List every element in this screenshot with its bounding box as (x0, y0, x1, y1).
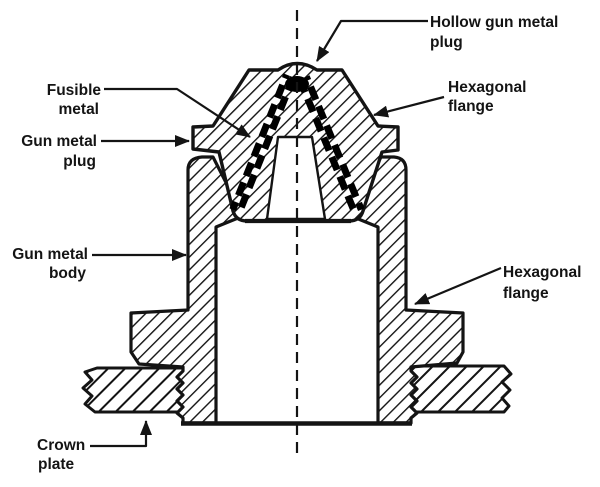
leader-fusible-metal (104, 87, 251, 138)
label-text: Fusible (47, 82, 102, 99)
label-text: metal (59, 101, 100, 118)
label-text: Gun metal (21, 133, 97, 150)
leader-hollow-gun-metal-plug (316, 19, 428, 62)
label-text: Hexagonal (448, 79, 526, 96)
leader-hexagonal-flange-bottom (414, 266, 502, 306)
label-text: plug (430, 34, 463, 51)
label-text: flange (503, 285, 549, 302)
label-text: body (49, 265, 86, 282)
fusible-metal-band-left (229, 73, 297, 214)
fusible-metal-band-right (296, 75, 365, 214)
label-gun-metal-body: Gun metal body (12, 246, 88, 282)
label-hexagonal-flange-top: Hexagonal flange (448, 79, 526, 115)
label-text: flange (448, 98, 494, 115)
label-text: plug (63, 153, 96, 170)
label-gun-metal-plug: Gun metal plug (21, 133, 97, 170)
label-hollow-gun-metal-plug: Hollow gun metal plug (430, 14, 558, 51)
label-text: Hexagonal (503, 264, 581, 281)
label-text: Hollow gun metal (430, 14, 558, 31)
label-text: Crown (37, 437, 85, 454)
leader-crown-plate (90, 420, 152, 448)
label-text: plate (38, 456, 75, 473)
label-crown-plate: Crown plate (37, 437, 85, 473)
label-fusible-metal: Fusible metal (47, 82, 102, 118)
label-text: Gun metal (12, 246, 88, 263)
label-hexagonal-flange-bottom: Hexagonal flange (503, 264, 581, 302)
leader-hexagonal-flange-top (373, 95, 445, 118)
crown-plate-right-section (407, 364, 513, 414)
